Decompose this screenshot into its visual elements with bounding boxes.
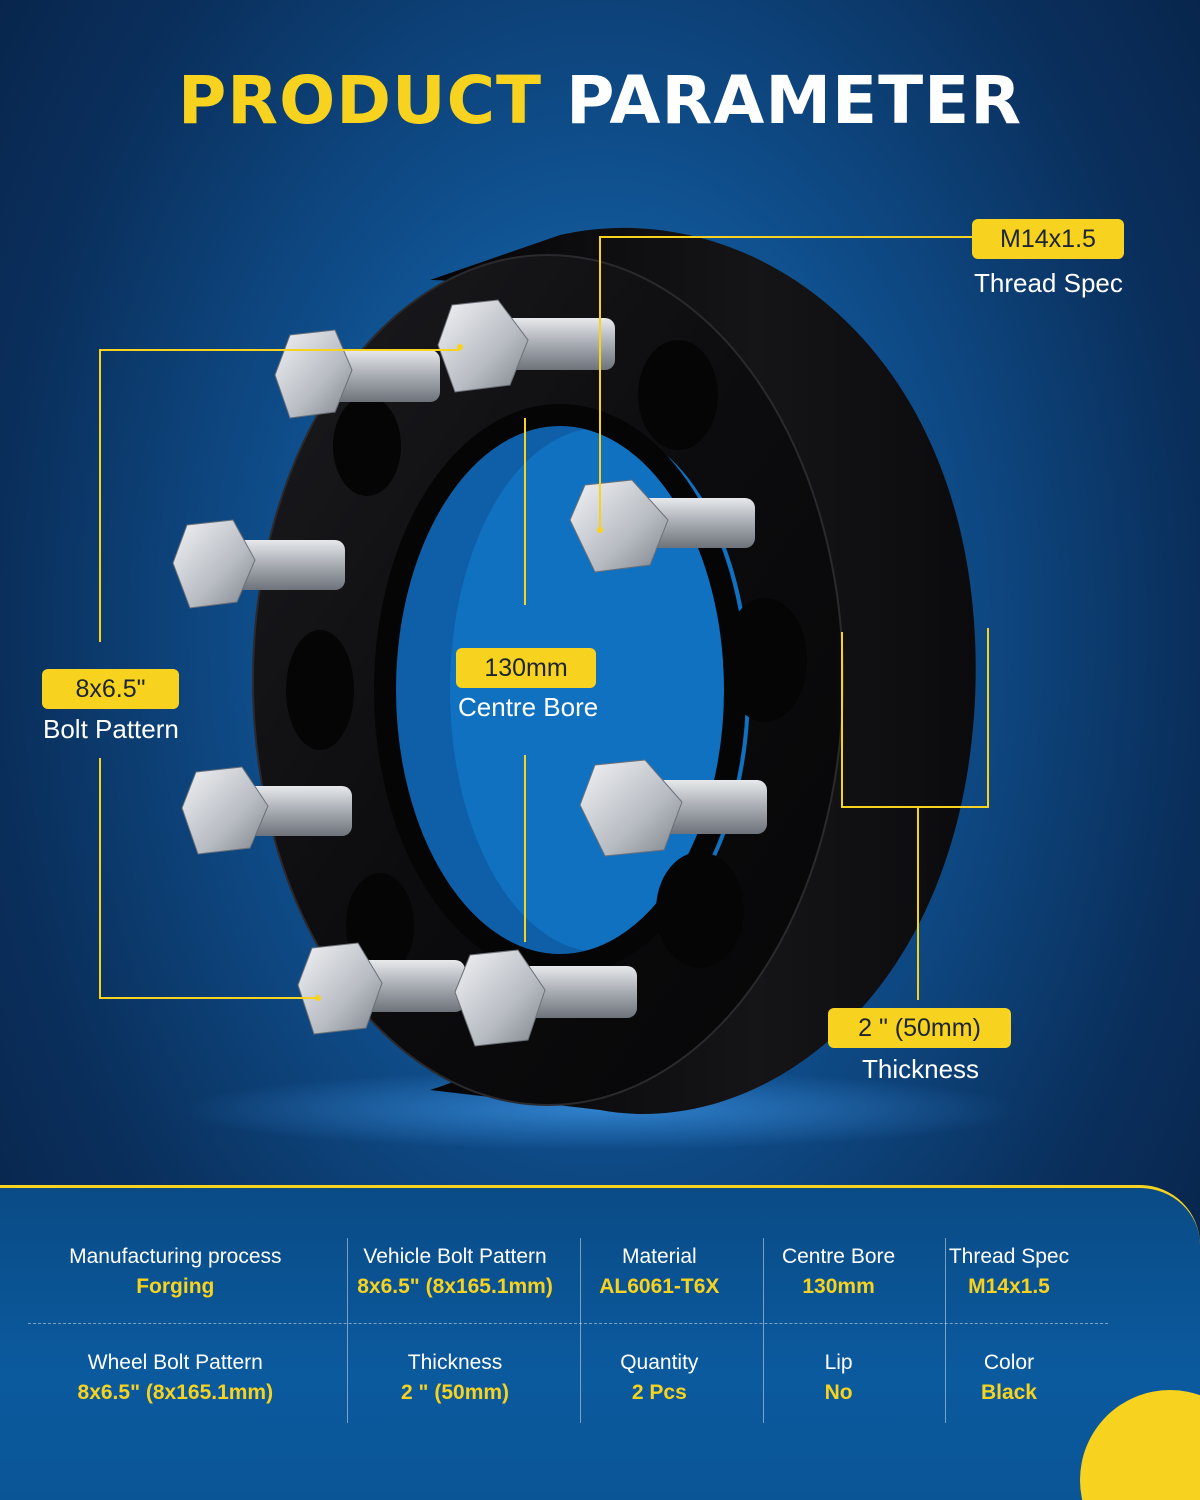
page-title: PRODUCT PARAMETER	[0, 62, 1200, 139]
spec-value: 8x6.5" (8x165.1mm)	[77, 1381, 274, 1404]
stud-bolt	[454, 949, 637, 1047]
column-divider	[763, 1238, 764, 1423]
centre-bore-badge: 130mm	[456, 648, 596, 688]
spec-cell-color: Color Black	[928, 1351, 1090, 1405]
column-divider	[347, 1238, 348, 1423]
column-divider	[580, 1238, 581, 1423]
column-divider	[945, 1238, 946, 1423]
spec-cell-wheel-bolt-pattern: Wheel Bolt Pattern 8x6.5" (8x165.1mm)	[0, 1351, 351, 1405]
spec-value: 8x6.5" (8x165.1mm)	[357, 1275, 553, 1298]
spec-cell-lip: Lip No	[749, 1351, 928, 1405]
spec-cell-centre-bore: Centre Bore 130mm	[749, 1245, 928, 1299]
spec-cell-quantity: Quantity 2 Pcs	[569, 1351, 749, 1405]
spec-cell-thread-spec: Thread Spec M14x1.5	[928, 1245, 1090, 1299]
spec-row: Manufacturing process Forging Vehicle Bo…	[30, 1228, 1130, 1316]
spec-value: 130mm	[802, 1275, 875, 1298]
stud-bolt	[437, 299, 615, 393]
spec-value: Forging	[136, 1275, 215, 1298]
bolt-pattern-badge: 8x6.5"	[42, 669, 179, 709]
spec-label: Lip	[824, 1351, 853, 1374]
spec-cell-material: Material AL6061-T6X	[569, 1245, 749, 1299]
thread-spec-leader	[597, 236, 972, 533]
stud-bolt	[579, 759, 767, 857]
title-part-product: PRODUCT	[177, 62, 543, 139]
thickness-label: Thickness	[862, 1054, 980, 1084]
spec-label: Wheel Bolt Pattern	[87, 1351, 263, 1374]
spec-value: M14x1.5	[968, 1275, 1050, 1298]
spec-value: No	[824, 1381, 853, 1404]
wheel-spacer-illustration	[99, 227, 1020, 1150]
stud-bolt	[172, 519, 345, 609]
thickness-dimension	[841, 628, 989, 1000]
bolt-hole	[638, 340, 718, 450]
stud-bolt	[274, 329, 440, 419]
spec-value: AL6061-T6X	[599, 1275, 720, 1298]
spec-cell-thickness: Thickness 2 " (50mm)	[341, 1351, 570, 1405]
spec-label: Thickness	[407, 1351, 503, 1374]
spec-label: Quantity	[620, 1351, 699, 1374]
spec-row: Wheel Bolt Pattern 8x6.5" (8x165.1mm) Th…	[30, 1334, 1130, 1422]
bolt-hole	[333, 396, 401, 496]
centre-bore-label: Centre Bore	[458, 692, 599, 722]
stud-bolt	[569, 479, 755, 573]
spec-label: Vehicle Bolt Pattern	[363, 1245, 547, 1268]
spec-cell-vehicle-bolt-pattern: Vehicle Bolt Pattern 8x6.5" (8x165.1mm)	[341, 1245, 570, 1299]
spec-label: Color	[983, 1351, 1035, 1374]
bolt-hole	[656, 852, 744, 968]
title-part-parameter: PARAMETER	[566, 62, 1023, 139]
bolt-hole	[723, 598, 807, 722]
spec-label: Centre Bore	[781, 1245, 896, 1268]
spec-grid: Manufacturing process Forging Vehicle Bo…	[30, 1228, 1130, 1422]
thread-spec-badge: M14x1.5	[972, 219, 1124, 259]
specification-panel: Manufacturing process Forging Vehicle Bo…	[0, 1185, 1200, 1500]
stud-bolt	[181, 766, 352, 855]
thread-spec-label: Thread Spec	[974, 268, 1123, 298]
spec-value: Black	[980, 1381, 1037, 1404]
bolt-pattern-dimension	[99, 344, 463, 1001]
bolt-hole	[286, 630, 354, 750]
spec-cell-manufacturing-process: Manufacturing process Forging	[0, 1245, 351, 1299]
spec-label: Manufacturing process	[69, 1245, 282, 1268]
spec-value: 2 " (50mm)	[401, 1381, 510, 1404]
spec-value: 2 Pcs	[631, 1381, 687, 1404]
row-divider	[28, 1323, 1108, 1324]
spec-label: Material	[621, 1245, 697, 1268]
bolt-pattern-label: Bolt Pattern	[43, 714, 179, 744]
thickness-badge: 2 " (50mm)	[828, 1008, 1011, 1048]
spec-label: Thread Spec	[948, 1245, 1070, 1268]
stud-bolt	[297, 942, 465, 1035]
